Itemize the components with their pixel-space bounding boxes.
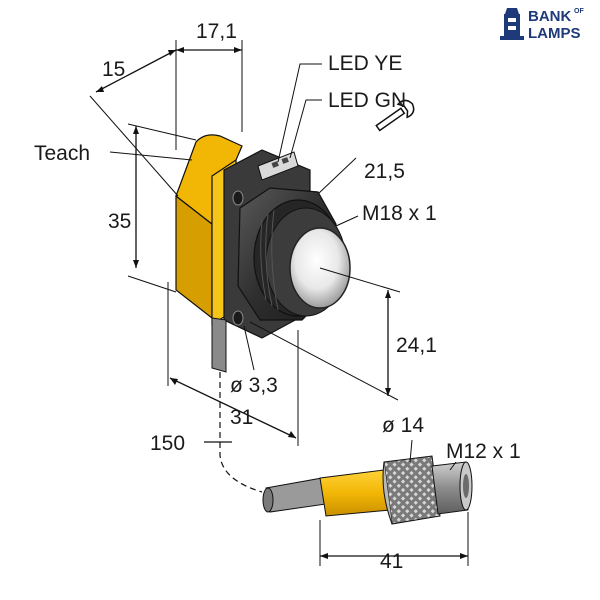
lighthouse-icon xyxy=(500,8,524,40)
label-width-bottom: 31 xyxy=(230,406,253,429)
wrench-icon xyxy=(375,99,415,132)
logo-line1: BANK xyxy=(528,8,571,25)
cable-and-connector xyxy=(219,372,473,525)
label-axis-height: 24,1 xyxy=(396,334,437,357)
mount-hole-bottom xyxy=(232,310,244,326)
mount-hole-top xyxy=(232,190,244,206)
label-height: 35 xyxy=(108,210,131,233)
bank-of-lamps-logo: BANK OF LAMPS xyxy=(500,8,584,42)
label-width-top: 17,1 xyxy=(196,20,237,43)
label-connector-length: 41 xyxy=(380,550,403,573)
label-wrench-size: 21,5 xyxy=(364,160,405,183)
label-lens-dia: ø 14 xyxy=(382,414,424,437)
cable-dashed xyxy=(219,372,263,493)
label-connector-thread: M12 x 1 xyxy=(446,440,521,463)
label-led-gn: LED GN xyxy=(328,89,406,112)
label-cable-length: 150 xyxy=(150,432,185,455)
cable-segment xyxy=(265,477,327,513)
led-window xyxy=(257,151,299,181)
logo-line2: LAMPS xyxy=(528,25,581,42)
housing-top xyxy=(175,134,243,225)
sensor-cable xyxy=(211,317,227,373)
dimension-lines xyxy=(89,40,469,566)
label-thread-main: M18 x 1 xyxy=(362,202,437,225)
logo-superscript: OF xyxy=(574,8,584,15)
connector-knurl xyxy=(383,455,441,525)
label-depth: 15 xyxy=(102,58,125,81)
connector-sleeve xyxy=(319,469,391,517)
label-hole-dia: ø 3,3 xyxy=(230,374,278,397)
label-led-ye: LED YE xyxy=(328,52,402,75)
sensor-body xyxy=(175,134,351,373)
label-teach: Teach xyxy=(34,142,90,165)
dimension-labels: 17,1 15 LED YE LED GN Teach 21,5 M18 x 1… xyxy=(34,20,521,573)
